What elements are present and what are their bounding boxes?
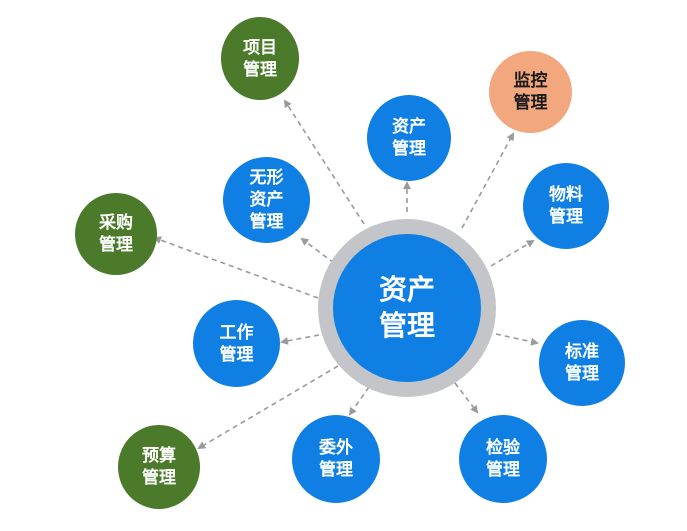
node-label-line: 管理	[549, 207, 583, 227]
node-label-line: 资产	[392, 117, 426, 137]
arrow-to-jiankong	[461, 132, 514, 229]
node-label-line: 采购	[99, 213, 133, 233]
node-label-line: 管理	[319, 460, 353, 480]
node-asset-management-small: 资产 管理	[367, 95, 451, 181]
node-label-line: 无形	[249, 168, 284, 188]
center-hub-asset-management: 资产 管理	[333, 234, 481, 382]
node-inspection-management: 检验 管理	[459, 415, 547, 503]
arrow-to-caigou	[153, 236, 319, 299]
node-label-line: 检验	[486, 438, 520, 458]
node-label-line: 管理	[142, 468, 176, 488]
node-label-line: 管理	[243, 59, 277, 80]
node-material-management: 物料 管理	[523, 163, 609, 249]
center-label-line: 管理	[378, 309, 435, 342]
node-label-line: 物料	[549, 185, 583, 205]
node-budget-management: 预算 管理	[118, 425, 200, 509]
node-label-line: 管理	[565, 364, 599, 384]
node-procurement-management: 采购 管理	[75, 193, 157, 275]
node-label-line: 管理	[99, 235, 133, 255]
node-label-line: 预算	[142, 446, 176, 466]
node-label-line: 监控	[513, 71, 548, 91]
node-label-line: 委外	[319, 438, 353, 458]
node-label-line: 管理	[249, 212, 284, 232]
node-label-line: 工作	[219, 322, 254, 343]
node-label-line: 资产	[249, 190, 284, 210]
arrow-to-biaozhun	[495, 333, 539, 346]
center-label-line: 资产	[378, 273, 435, 306]
arrow-to-wuliao	[490, 239, 535, 267]
node-intangible-asset-management: 无形 资产 管理	[223, 157, 310, 243]
node-label-line: 管理	[219, 344, 254, 365]
node-label-line: 管理	[513, 93, 548, 113]
node-label-line: 管理	[392, 139, 426, 159]
node-work-management: 工作 管理	[193, 300, 280, 387]
node-label-line: 项目	[243, 37, 277, 58]
arrow-to-wuxing	[300, 237, 335, 264]
node-monitoring-management: 监控 管理	[489, 51, 572, 133]
node-label-line: 管理	[486, 460, 520, 480]
node-standard-management: 标准 管理	[539, 320, 625, 406]
arrow-to-weiwai	[348, 386, 370, 416]
node-label-line: 标准	[565, 342, 599, 362]
node-project-management: 项目 管理	[221, 17, 299, 100]
node-outsourcing-management: 委外 管理	[292, 415, 380, 503]
arrow-to-jianyan	[454, 382, 479, 414]
arrow-to-xiangmu	[283, 99, 365, 225]
arrow-to-gongzuo	[280, 334, 320, 345]
